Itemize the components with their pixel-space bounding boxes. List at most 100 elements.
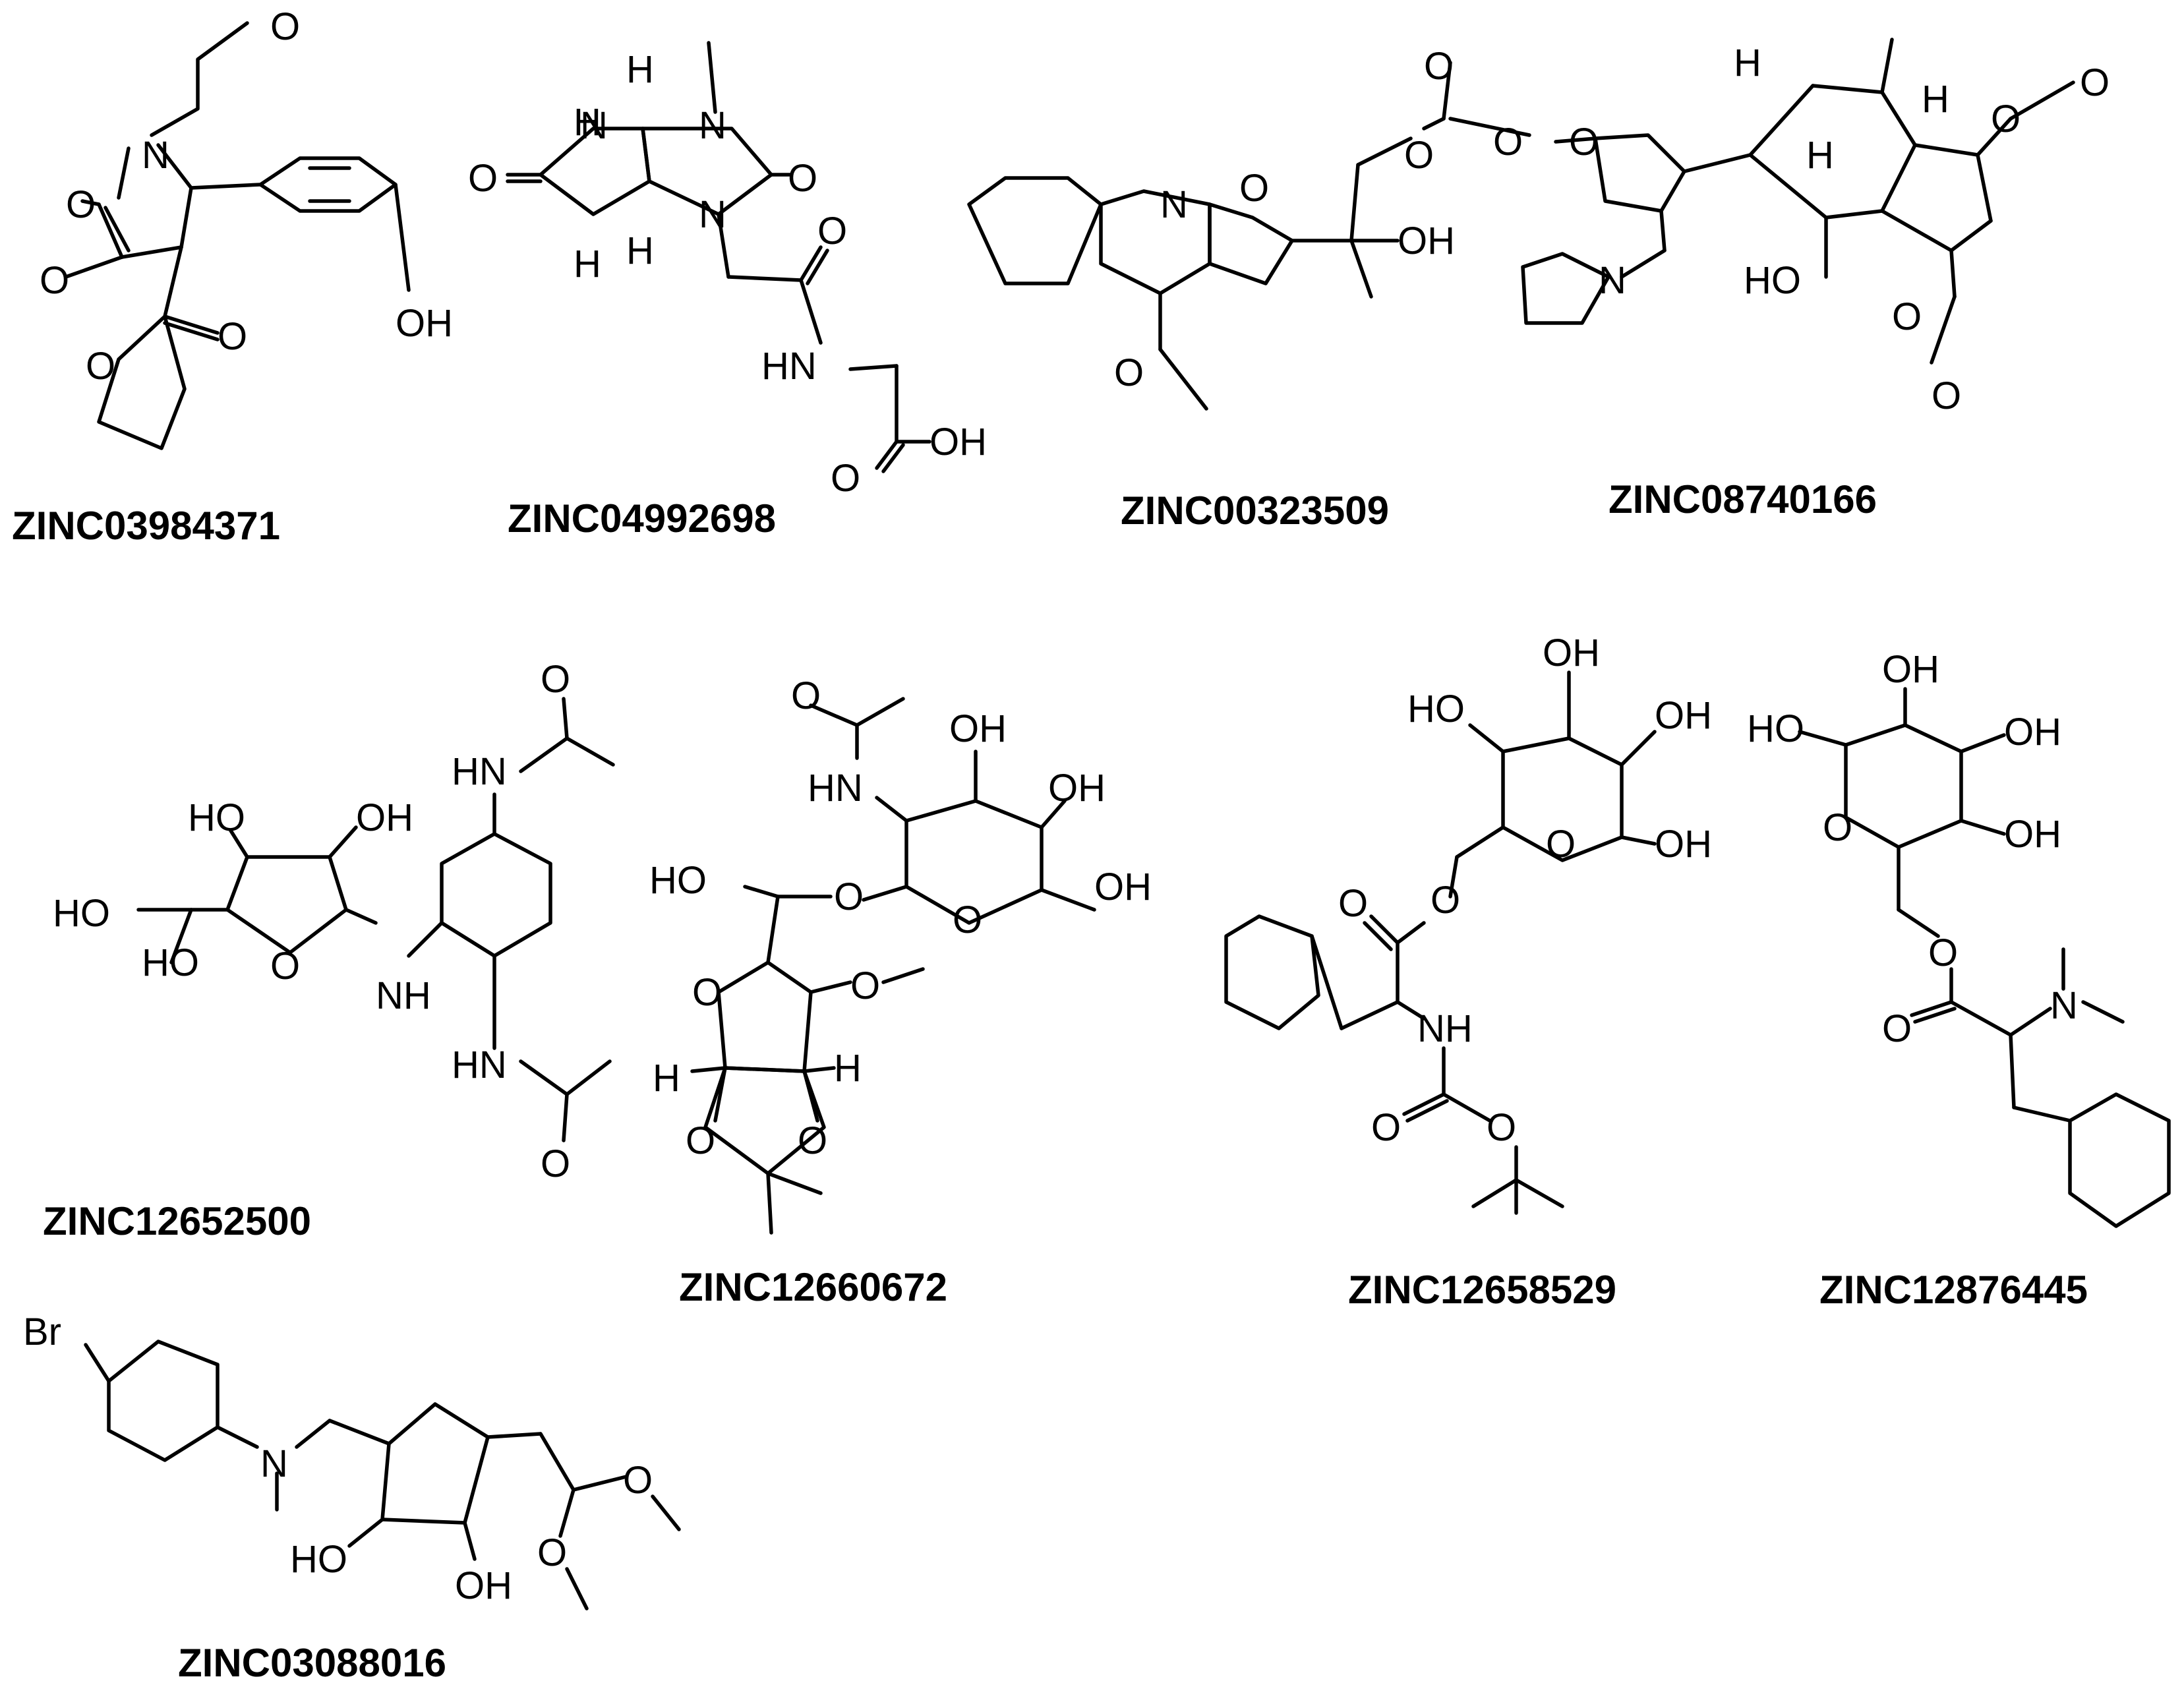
structure-zinc12660672: O HN OH OH OH O O HO O O H H O O — [649, 674, 1152, 1235]
atom-label: H — [1806, 134, 1834, 177]
atom-label: O — [1932, 374, 1961, 417]
atom-label: O — [831, 457, 860, 500]
atom-label: OH — [2004, 813, 2061, 856]
compound-id-label: ZINC04992698 — [508, 496, 776, 541]
atom-label: O — [1546, 823, 1576, 866]
atom-label: HO — [142, 941, 199, 984]
atom-label: O — [1991, 98, 2021, 140]
atom-label: OH — [1655, 694, 1712, 737]
atom-label: O — [692, 971, 722, 1014]
atom-label: O — [1882, 1007, 1912, 1050]
atom-label: H — [574, 101, 601, 144]
atom-label: O — [686, 1119, 715, 1162]
atom-label: O — [218, 315, 247, 358]
atom-label: O — [270, 945, 300, 988]
atom-label: N — [1599, 259, 1626, 302]
atom-label: O — [1404, 134, 1434, 177]
atom-label: HO — [1744, 259, 1801, 302]
atom-label: HO — [188, 796, 245, 839]
atom-label: O — [1569, 121, 1599, 163]
atom-label: HO — [1407, 688, 1465, 730]
atom-label: HN — [452, 750, 507, 793]
atom-label: O — [1487, 1106, 1516, 1149]
atom-label: OH — [356, 796, 413, 839]
structure-zinc03088016: Br N HO OH O O — [23, 1311, 681, 1610]
atom-label: OH — [2004, 711, 2061, 753]
atom-label: O — [541, 1142, 570, 1185]
structure-zinc12658529: OH HO OH OH O O O NH O O — [1224, 632, 1712, 1215]
compound-id-label: ZINC12876445 — [1819, 1268, 2088, 1312]
atom-label: O — [791, 674, 821, 717]
atom-label: OH — [930, 421, 987, 463]
atom-label: H — [626, 229, 654, 272]
atom-label: O — [788, 157, 817, 200]
structure-zinc03984371: O N O O O O OH — [40, 5, 453, 450]
atom-label: HO — [1747, 707, 1804, 750]
atom-label: H — [626, 48, 654, 91]
atom-label: O — [817, 210, 847, 252]
atom-label: O — [1493, 121, 1523, 163]
atom-label: O — [40, 259, 69, 302]
compound-id-label: ZINC08740166 — [1608, 477, 1877, 521]
atom-label: O — [2080, 61, 2110, 104]
compound-id-label: ZINC12658529 — [1348, 1268, 1616, 1312]
atom-label: HN — [761, 345, 817, 388]
compound-id-label: ZINC00323509 — [1121, 488, 1389, 533]
atom-label: OH — [1398, 220, 1455, 262]
atom-label: N — [2050, 984, 2078, 1027]
atom-label: H — [834, 1047, 862, 1090]
atom-label: O — [270, 5, 300, 48]
atom-label: N — [580, 104, 608, 147]
structure-zinc12652500: HO HO HO OH O NH HN O HN O — [53, 658, 615, 1185]
atom-label: O — [953, 899, 982, 941]
atom-label: OH — [1882, 648, 1939, 691]
atom-label: Br — [23, 1311, 61, 1353]
atom-label: OH — [1048, 767, 1106, 810]
compound-id-label: ZINC03984371 — [12, 504, 280, 548]
atom-label: O — [537, 1531, 567, 1574]
compound-id-label: ZINC03088016 — [178, 1641, 446, 1681]
atom-label: O — [1239, 167, 1269, 210]
atom-label: O — [1371, 1106, 1401, 1149]
atom-label: O — [1823, 806, 1852, 849]
atom-label: O — [1892, 295, 1922, 338]
atom-label: O — [66, 183, 96, 226]
atom-label: H — [1922, 78, 1949, 121]
atom-label: H — [1734, 42, 1761, 84]
atom-label: O — [541, 658, 570, 701]
atom-label: N — [699, 104, 726, 147]
atom-label: HN — [452, 1044, 507, 1086]
atom-label: H — [653, 1057, 680, 1100]
atom-label: HO — [53, 892, 110, 935]
atom-label: OH — [396, 302, 453, 345]
structure-zinc00323509: N O O OH O O — [967, 45, 1531, 411]
atom-label: O — [1431, 879, 1460, 922]
atom-label: O — [468, 157, 498, 200]
atom-label: O — [623, 1459, 653, 1502]
atom-label: H — [574, 243, 601, 285]
atom-label: O — [850, 964, 880, 1007]
compound-id-label: ZINC12652500 — [43, 1199, 311, 1243]
structure-zinc08740166: O O H H H O O N HO O O — [1493, 38, 2110, 417]
atom-label: O — [798, 1119, 827, 1162]
atom-label: O — [1338, 882, 1368, 925]
atom-label: O — [834, 875, 864, 918]
atom-label: OH — [1094, 866, 1152, 908]
compound-id-label: ZINC12660672 — [679, 1265, 947, 1309]
structure-zinc12876445: OH HO OH OH O O O N — [1747, 648, 2171, 1228]
atom-label: O — [1928, 931, 1958, 974]
atom-label: HO — [290, 1538, 347, 1581]
atom-label: OH — [949, 707, 1007, 750]
atom-label: O — [1424, 45, 1454, 88]
atom-label: O — [86, 345, 115, 388]
atom-label: NH — [1417, 1007, 1473, 1050]
atom-label: O — [1114, 351, 1144, 394]
structure-zinc04992698: N H H H H N N O O O HN O OH — [468, 41, 987, 500]
atom-label: N — [260, 1442, 288, 1485]
atom-label: N — [142, 134, 169, 177]
atom-label: N — [699, 193, 726, 236]
atom-label: OH — [455, 1564, 512, 1607]
atom-label: N — [1160, 183, 1188, 226]
